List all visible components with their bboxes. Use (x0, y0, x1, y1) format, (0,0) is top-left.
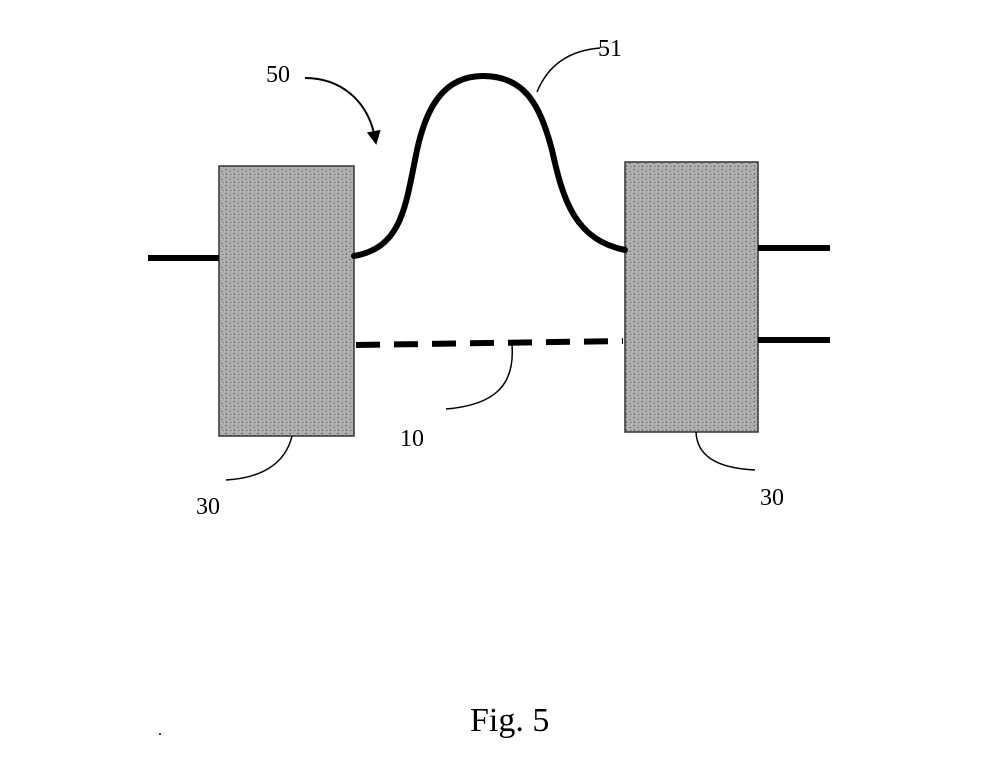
straight-fiber-leader (445, 344, 513, 410)
loop-fiber-label: 51 (598, 36, 622, 62)
left-block-leader (225, 435, 293, 481)
left-block-label: 30 (196, 494, 220, 520)
right-block-leader (695, 431, 756, 471)
straight-fiber (355, 338, 624, 348)
loop-fiber-leader (536, 47, 601, 93)
assembly-arrow (304, 77, 381, 145)
straight-fiber-label: 10 (400, 426, 424, 452)
loop-fiber (351, 72, 628, 259)
right-block (624, 161, 759, 433)
assembly-label: 50 (266, 62, 290, 88)
right-block-label: 30 (760, 485, 784, 511)
left-block (218, 165, 355, 437)
figure-caption: Fig. 5 (470, 702, 549, 739)
scan-speck (159, 733, 161, 735)
